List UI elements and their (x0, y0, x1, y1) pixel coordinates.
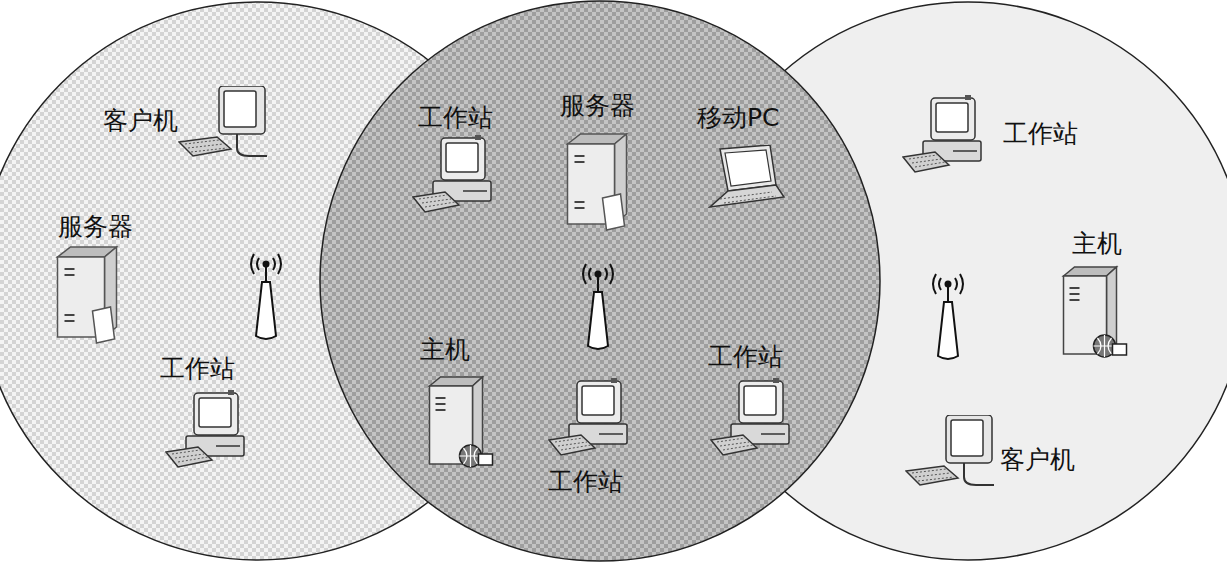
workstation-icon (549, 378, 627, 455)
device-label: 服务器 (58, 213, 133, 241)
middle-network-circle (320, 1, 880, 561)
device-label: 移动PC (697, 104, 780, 132)
laptop-icon (710, 145, 784, 207)
host-icon (430, 377, 493, 467)
device-label: 主机 (1072, 230, 1122, 258)
workstation-icon (166, 390, 244, 467)
device-label: 客户机 (103, 107, 178, 135)
workstation-icon (413, 135, 491, 212)
device-label: 工作站 (160, 355, 235, 383)
workstation-icon (711, 378, 789, 455)
device-label: 工作站 (1003, 120, 1078, 148)
server-icon (568, 134, 627, 230)
device-label: 工作站 (548, 468, 623, 496)
device-label: 工作站 (418, 104, 493, 132)
device-label: 工作站 (708, 343, 783, 371)
client-icon (906, 415, 994, 485)
antenna-icon (583, 264, 613, 349)
device-label: 主机 (420, 336, 470, 364)
antenna-icon (933, 274, 963, 359)
client-icon (179, 86, 267, 156)
host-icon (1064, 267, 1127, 357)
antenna-icon (251, 254, 281, 339)
device-label: 客户机 (1000, 446, 1075, 474)
server-icon (58, 247, 117, 343)
workstation-icon (903, 95, 981, 172)
device-label: 服务器 (560, 92, 635, 120)
